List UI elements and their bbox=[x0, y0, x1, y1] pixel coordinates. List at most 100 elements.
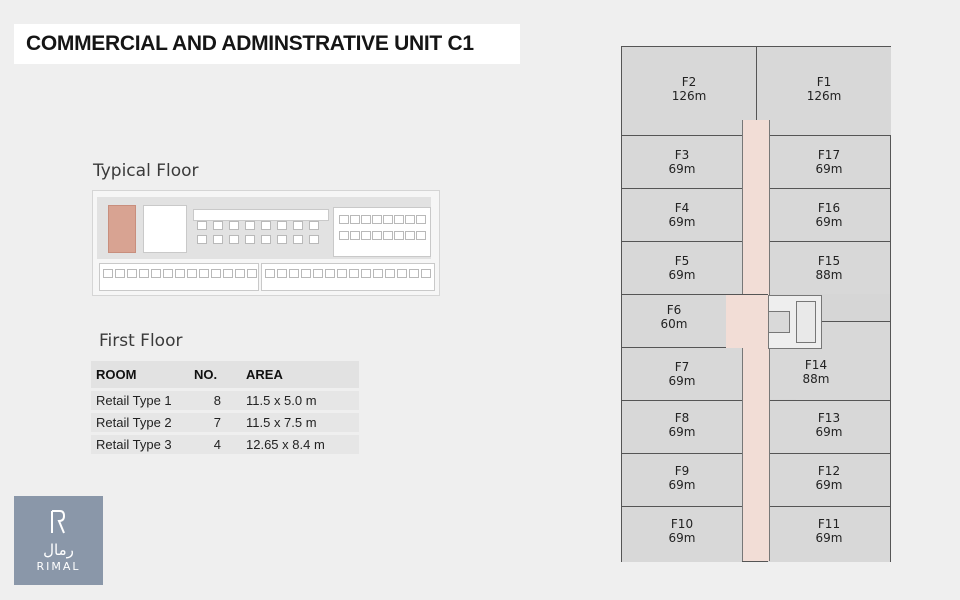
typical-floor-cell bbox=[309, 221, 319, 230]
cell-area: 11.5 x 7.5 m bbox=[241, 413, 359, 432]
typical-floor-cell bbox=[163, 269, 173, 278]
cell-room: Retail Type 2 bbox=[91, 413, 189, 432]
typical-floor-plan-image bbox=[92, 190, 440, 296]
cell-area: 11.5 x 5.0 m bbox=[241, 391, 359, 410]
elevator bbox=[768, 311, 790, 333]
typical-floor-cell bbox=[293, 235, 303, 244]
typical-floor-cell bbox=[261, 221, 271, 230]
typical-floor-cell bbox=[115, 269, 125, 278]
table-row: Retail Type 2 7 11.5 x 7.5 m bbox=[91, 413, 359, 432]
cell-no: 7 bbox=[189, 413, 241, 432]
typical-floor-cell bbox=[373, 269, 383, 278]
typical-floor-cell bbox=[416, 215, 426, 224]
typical-floor-cell bbox=[197, 221, 207, 230]
cell-area: 12.65 x 8.4 m bbox=[241, 435, 359, 454]
typical-floor-cell bbox=[409, 269, 419, 278]
typical-floor-cell bbox=[213, 235, 223, 244]
typical-floor-cell bbox=[361, 269, 371, 278]
typical-floor-cell bbox=[245, 235, 255, 244]
cell-room: Retail Type 3 bbox=[91, 435, 189, 454]
typical-floor-cell bbox=[213, 221, 223, 230]
typical-floor-cell bbox=[405, 231, 415, 240]
typical-floor-cell bbox=[103, 269, 113, 278]
typical-floor-cell bbox=[139, 269, 149, 278]
typical-floor-cell bbox=[289, 269, 299, 278]
table-row: Retail Type 1 8 11.5 x 5.0 m bbox=[91, 391, 359, 410]
typical-floor-cell bbox=[211, 269, 221, 278]
typical-floor-cell bbox=[293, 221, 303, 230]
typical-floor-cell bbox=[383, 231, 393, 240]
typical-floor-cell bbox=[199, 269, 209, 278]
typical-floor-cell bbox=[372, 231, 382, 240]
typical-floor-cell bbox=[313, 269, 323, 278]
typical-floor-cell bbox=[229, 221, 239, 230]
typical-floor-cell bbox=[339, 215, 349, 224]
rimal-logo: رمال RIMAL bbox=[14, 496, 103, 585]
typical-floor-cell bbox=[361, 231, 371, 240]
typical-floor-cell bbox=[385, 269, 395, 278]
cell-room: Retail Type 1 bbox=[91, 391, 189, 410]
typical-floor-cell bbox=[247, 269, 257, 278]
header-room: ROOM bbox=[91, 361, 189, 388]
typical-floor-cell bbox=[325, 269, 335, 278]
typical-floor-cell bbox=[350, 231, 360, 240]
first-floor-label: First Floor bbox=[99, 331, 183, 351]
table-header-row: ROOM NO. AREA bbox=[91, 361, 359, 388]
logo-latin-text: RIMAL bbox=[36, 560, 81, 573]
staircase bbox=[796, 301, 816, 343]
typical-floor-cell bbox=[277, 269, 287, 278]
page-title: COMMERCIAL AND ADMINSTRATIVE UNIT C1 bbox=[26, 32, 474, 55]
typical-floor-cell bbox=[361, 215, 371, 224]
typical-floor-cell bbox=[235, 269, 245, 278]
typical-floor-label: Typical Floor bbox=[93, 161, 199, 181]
cell-no: 4 bbox=[189, 435, 241, 454]
typical-floor-cell bbox=[301, 269, 311, 278]
typical-floor-cell bbox=[339, 231, 349, 240]
typical-floor-cell bbox=[175, 269, 185, 278]
typical-floor-cell bbox=[245, 221, 255, 230]
typical-floor-cell bbox=[151, 269, 161, 278]
typical-floor-cell bbox=[187, 269, 197, 278]
table-row: Retail Type 3 4 12.65 x 8.4 m bbox=[91, 435, 359, 454]
typical-floor-cell bbox=[349, 269, 359, 278]
logo-arabic-text: رمال bbox=[43, 541, 74, 559]
title-box: COMMERCIAL AND ADMINSTRATIVE UNIT C1 bbox=[14, 24, 520, 64]
typical-floor-cell bbox=[350, 215, 360, 224]
cell-no: 8 bbox=[189, 391, 241, 410]
unit-f14-lower bbox=[768, 347, 796, 399]
header-area: AREA bbox=[241, 361, 359, 388]
typical-floor-cell bbox=[405, 215, 415, 224]
typical-floor-cell bbox=[229, 235, 239, 244]
typical-floor-cell bbox=[337, 269, 347, 278]
typical-floor-cell bbox=[197, 235, 207, 244]
rimal-mark-icon bbox=[51, 510, 66, 534]
lobby bbox=[726, 294, 768, 348]
typical-floor-cell bbox=[277, 221, 287, 230]
typical-floor-cell bbox=[383, 215, 393, 224]
typical-floor-cell bbox=[223, 269, 233, 278]
typical-floor-cell bbox=[127, 269, 137, 278]
typical-floor-cell bbox=[265, 269, 275, 278]
typical-floor-cell bbox=[394, 215, 404, 224]
typical-floor-cell bbox=[372, 215, 382, 224]
typical-floor-cell bbox=[397, 269, 407, 278]
retail-area-table: ROOM NO. AREA Retail Type 1 8 11.5 x 5.0… bbox=[91, 358, 359, 457]
typical-floor-cell bbox=[309, 235, 319, 244]
typical-floor-cell bbox=[421, 269, 431, 278]
header-no: NO. bbox=[189, 361, 241, 388]
